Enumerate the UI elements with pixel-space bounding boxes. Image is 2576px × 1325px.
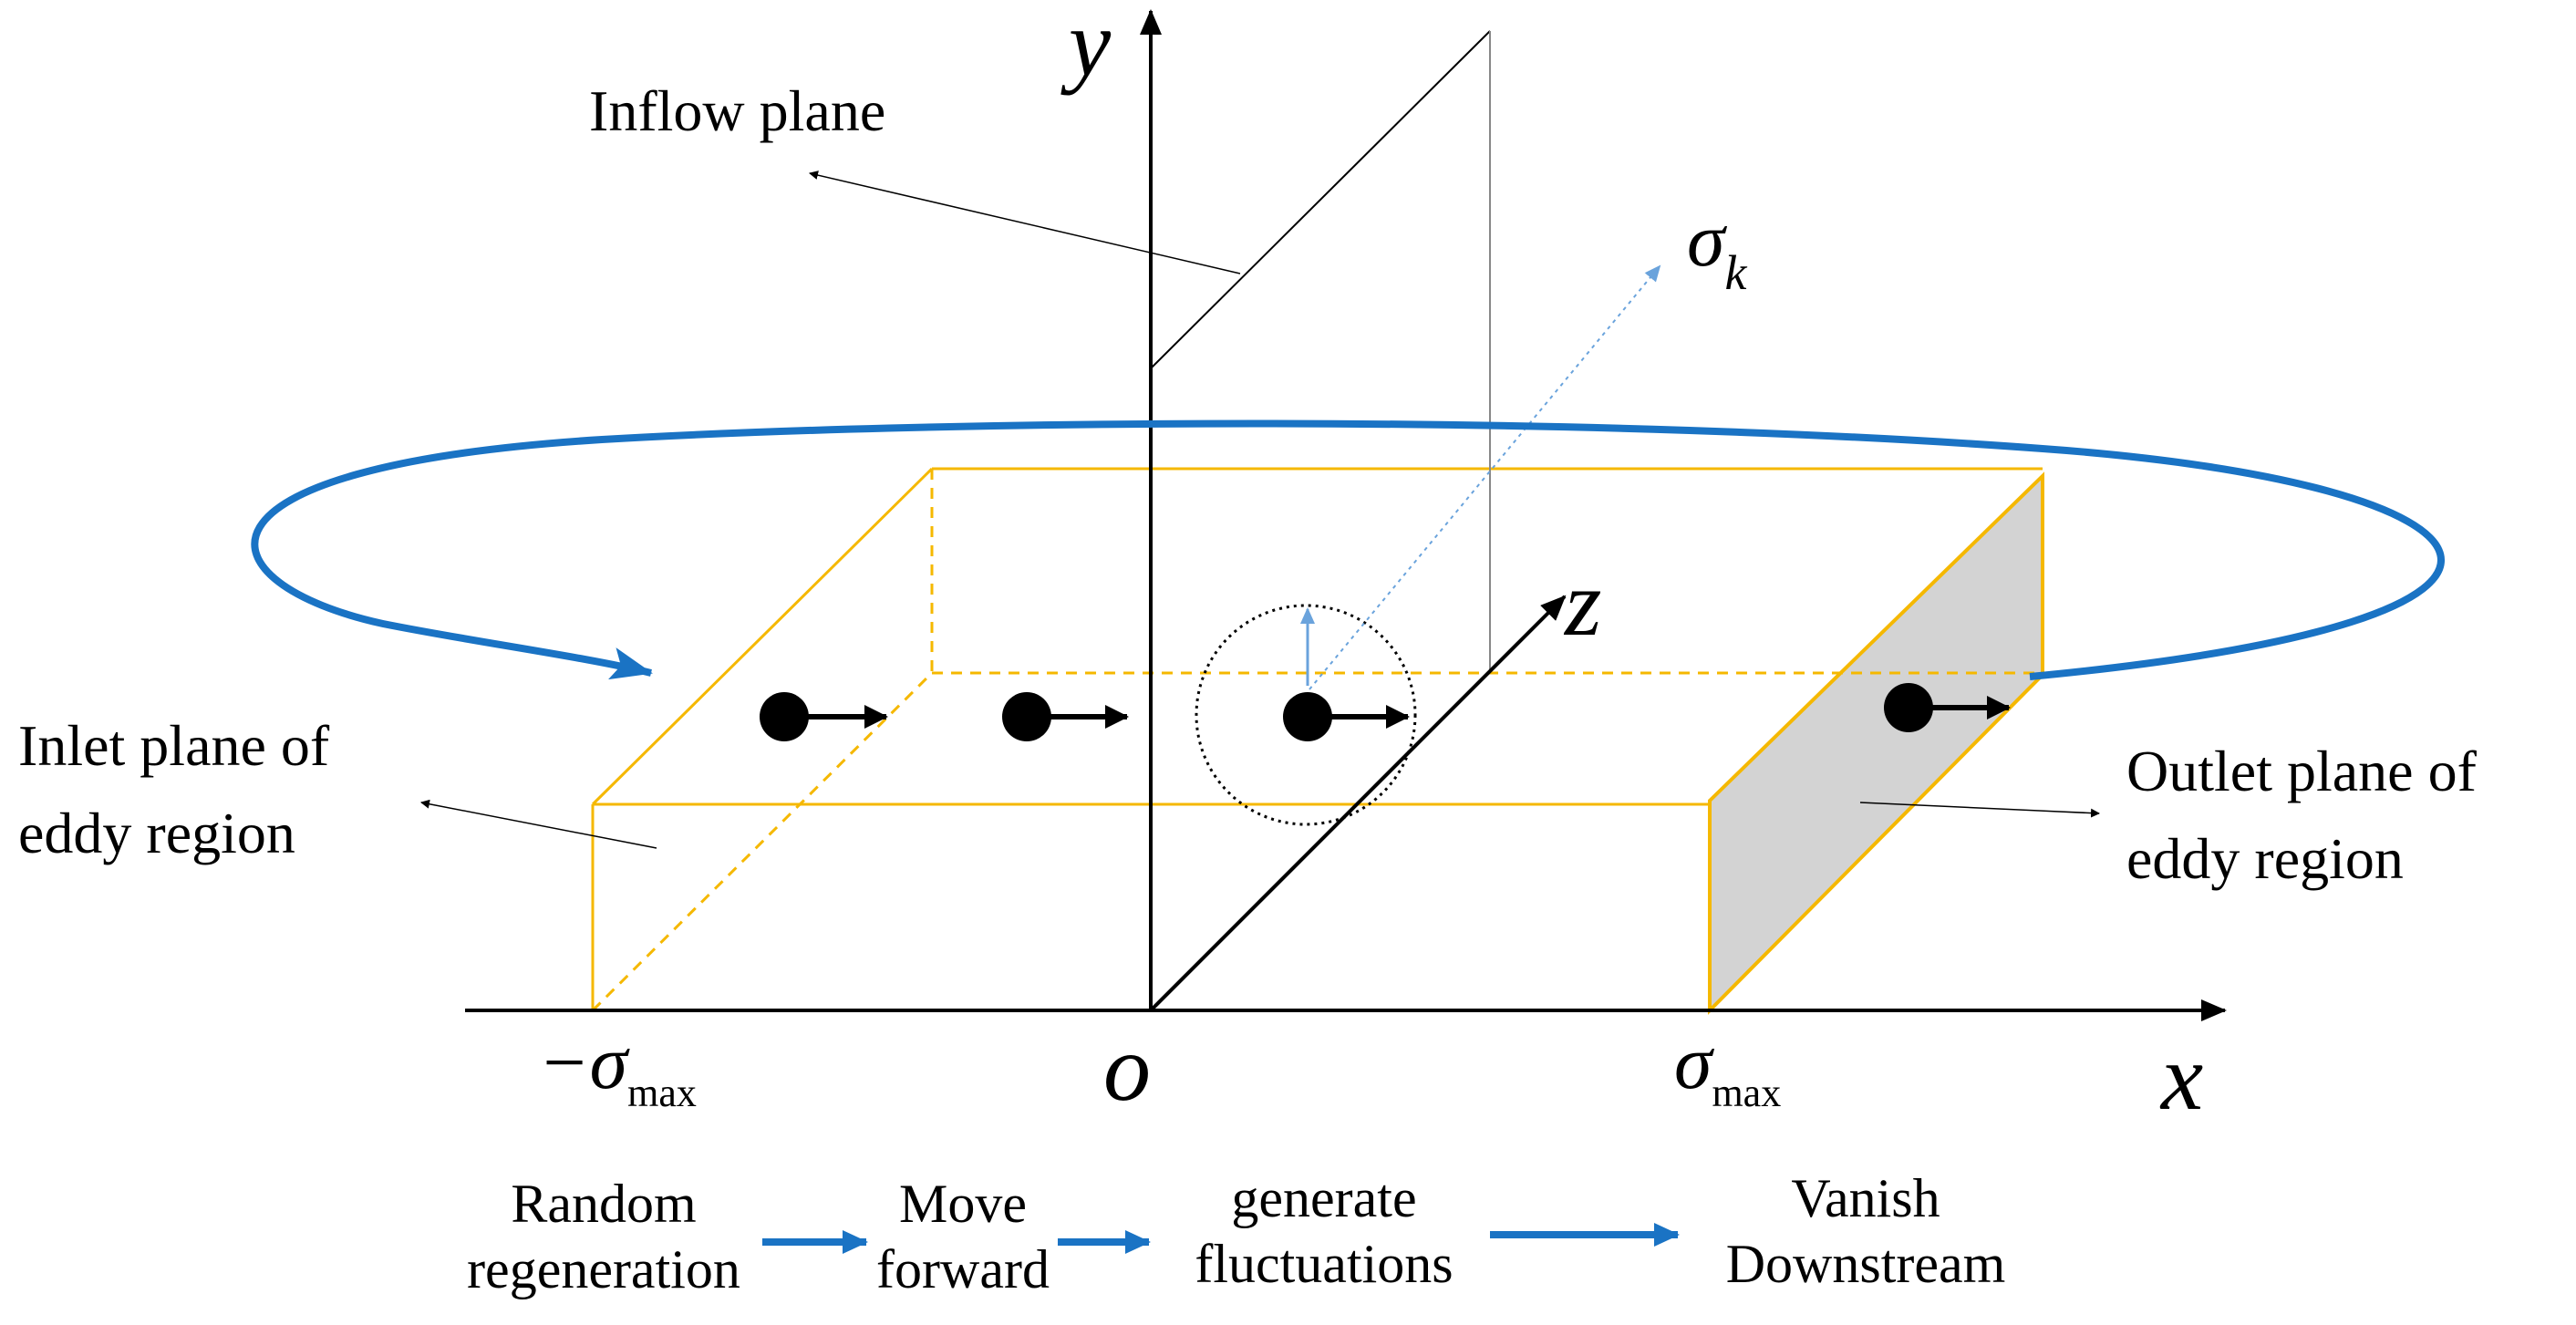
process-step-2-line1: Move	[899, 1174, 1027, 1234]
process-step-4-line2: Downstream	[1725, 1234, 2006, 1294]
sigma-k-label: σk	[1687, 202, 1746, 301]
inflow-plane-leader	[809, 171, 1241, 274]
minus-sigma-symbol: −σ	[538, 1020, 628, 1105]
process-step-1-line1: Random	[511, 1174, 697, 1234]
eddy-1	[760, 692, 888, 741]
outlet-plane-leader	[1859, 802, 2100, 818]
sigma-max-subscript: max	[1712, 1071, 1782, 1115]
process-step-vanish-downstream: Vanish Downstream	[1683, 1165, 2048, 1297]
eddy-2	[1002, 692, 1129, 741]
inflow-plane	[1150, 30, 1491, 673]
origin-label: o	[1103, 1016, 1151, 1121]
process-step-3-line1: generate	[1231, 1168, 1417, 1228]
outlet-plane-face	[1708, 471, 2044, 1015]
process-step-random-regeneration: Random regeneration	[449, 1171, 759, 1302]
process-step-move-forward: Move forward	[863, 1171, 1063, 1302]
process-step-1-line2: regeneration	[467, 1239, 740, 1299]
sigma-k-subscript: k	[1724, 245, 1747, 300]
minus-sigma-subscript: max	[627, 1071, 697, 1115]
process-step-3-line2: fluctuations	[1195, 1234, 1454, 1294]
process-step-4-line1: Vanish	[1791, 1168, 1940, 1228]
outlet-plane-label-line1: Outlet plane of	[2126, 739, 2477, 803]
inlet-plane-label-line2: eddy region	[18, 801, 295, 865]
sigma-max-symbol: σ	[1674, 1020, 1712, 1105]
inflow-plane-label: Inflow plane	[589, 78, 886, 143]
sigma-k-symbol: σ	[1687, 198, 1725, 283]
eddy-3	[1283, 692, 1410, 741]
x-axis-label: x	[2161, 1025, 2204, 1130]
z-axis	[1149, 595, 1567, 1012]
sigma-k-arrow	[1309, 264, 1661, 690]
eddy-4	[1884, 683, 2011, 732]
recycle-loop-arrow	[251, 419, 2445, 680]
outlet-plane-label-line2: eddy region	[2126, 826, 2404, 891]
eddy-size-circle	[1195, 604, 1417, 826]
process-step-2-line2: forward	[876, 1239, 1050, 1299]
sigma-max-label: σmax	[1674, 1025, 1781, 1116]
y-axis-label: y	[1069, 0, 1112, 96]
z-axis-label: z	[1565, 551, 1602, 656]
minus-sigma-max-label: −σmax	[538, 1025, 697, 1116]
inlet-plane-label-line1: Inlet plane of	[18, 713, 330, 778]
inlet-plane-leader	[420, 799, 657, 849]
process-step-generate-fluctuations: generate fluctuations	[1151, 1165, 1497, 1297]
